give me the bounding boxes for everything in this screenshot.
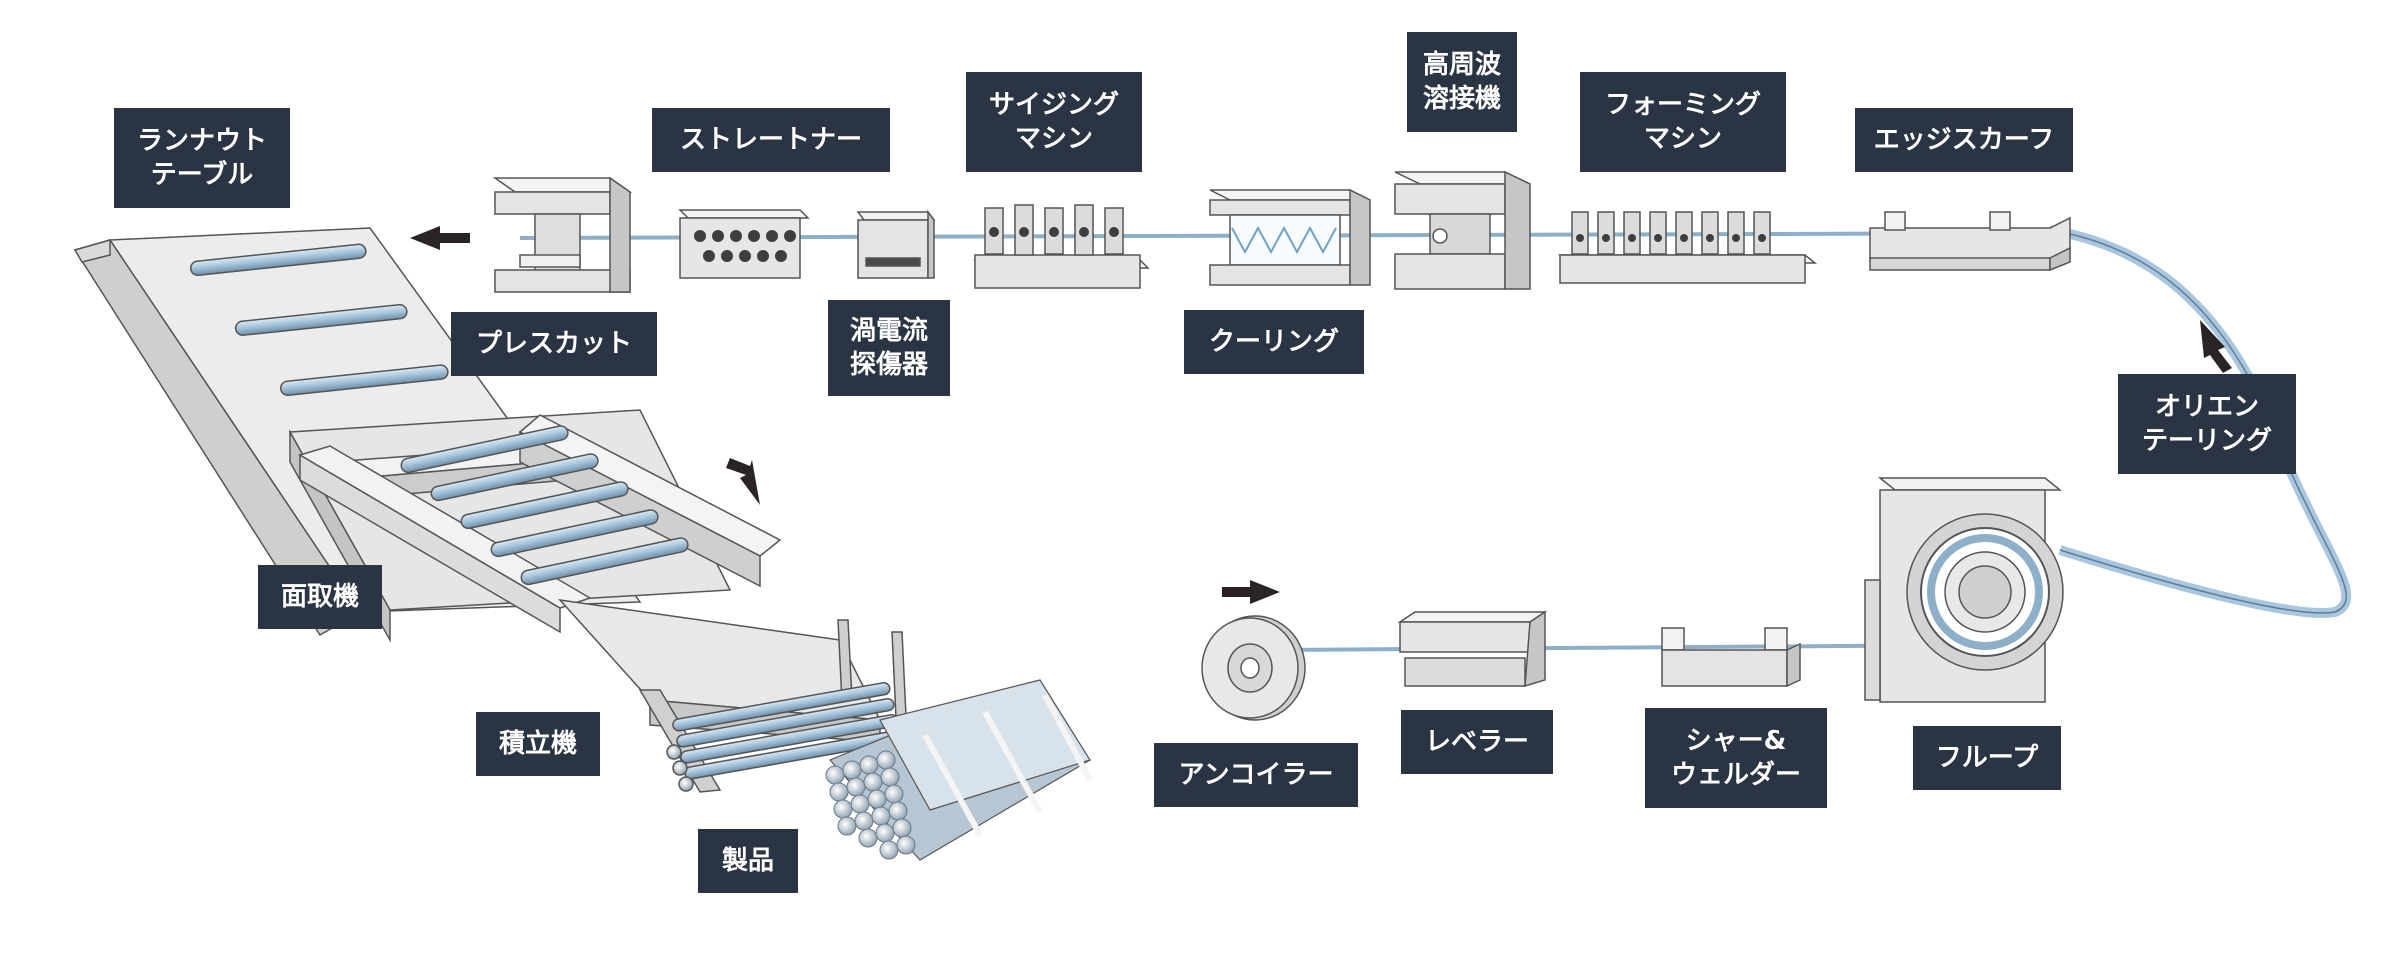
cooling-machine	[1209, 188, 1371, 286]
label-hf-welder: 高周波 溶接機	[1407, 32, 1517, 132]
label-leveler: レベラー	[1401, 710, 1553, 774]
chamfering-machine	[288, 409, 782, 643]
label-shear-welder: シャー& ウェルダー	[1645, 708, 1827, 808]
label-uncoiler: アンコイラー	[1154, 743, 1358, 807]
label-forming-machine: フォーミング マシン	[1580, 72, 1786, 172]
eddy-current-tester	[856, 209, 936, 279]
label-loop: フループ	[1913, 726, 2061, 790]
label-stacker: 積立機	[476, 712, 600, 776]
label-orienteering: オリエン テーリング	[2118, 374, 2296, 474]
arrow-down-right	[726, 458, 760, 505]
hf-welder	[1394, 170, 1531, 290]
flow-arrows	[410, 226, 2232, 604]
arrow-up-left	[2200, 320, 2232, 373]
label-eddy-current: 渦電流 探傷器	[828, 300, 950, 396]
edge-scarf-machine	[1869, 211, 2071, 272]
press-cut-machine	[492, 176, 633, 293]
label-edge-scarf: エッジスカーフ	[1855, 108, 2073, 172]
label-sizing-machine: サイジング マシン	[966, 72, 1142, 172]
strip-line	[519, 225, 2352, 652]
forming-machine	[1557, 211, 1818, 284]
shear-welder-machine	[1661, 627, 1801, 688]
label-cooling: クーリング	[1184, 310, 1364, 374]
arrow-right	[1222, 580, 1280, 604]
label-press-cut: プレスカット	[451, 312, 657, 376]
sizing-machine	[973, 204, 1150, 289]
arrow-left	[410, 226, 470, 250]
uncoiler	[1201, 615, 1306, 721]
label-straightener: ストレートナー	[652, 108, 890, 172]
stacker	[558, 598, 907, 793]
straightener-machine	[678, 209, 810, 279]
loop-accumulator	[1864, 477, 2064, 703]
product-bundle	[825, 679, 1093, 861]
leveler-machine	[1397, 610, 1548, 688]
label-product: 製品	[698, 829, 798, 893]
label-chamfering: 面取機	[258, 565, 382, 629]
label-runout-table: ランナウト テーブル	[114, 108, 290, 208]
